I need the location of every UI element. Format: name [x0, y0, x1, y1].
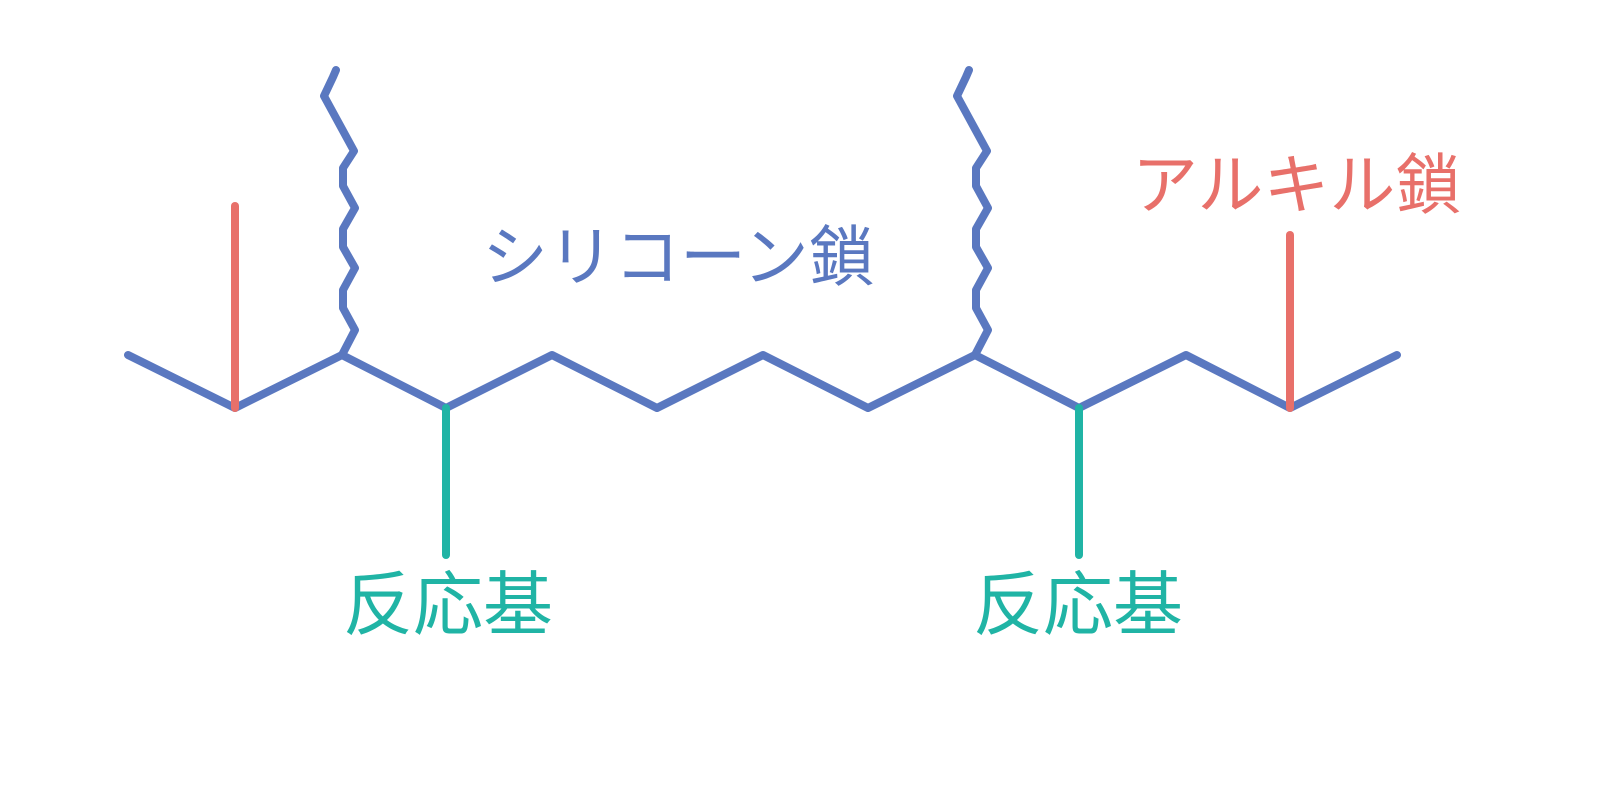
silicone-side-chain-2 [953, 66, 992, 359]
reactive-group-label-2: 反応基 [973, 564, 1183, 646]
silicone-chain-label: シリコーン鎖 [482, 219, 875, 296]
backbone-chain [124, 351, 1401, 412]
alkyl-chain-label: アルキル鎖 [1132, 147, 1462, 224]
silicone-side-chain-1 [320, 66, 359, 359]
reactive-group-label-1: 反応基 [343, 564, 553, 646]
